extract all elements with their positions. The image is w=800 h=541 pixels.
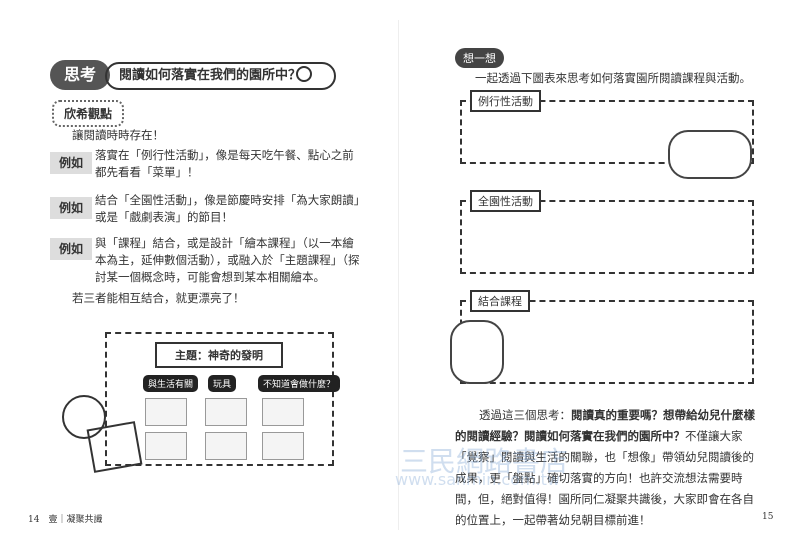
children-illustration — [668, 130, 752, 179]
summary-pre: 透過這三個思考： — [479, 408, 571, 422]
illustration-board — [105, 332, 334, 466]
example-tag: 例如 — [50, 238, 92, 260]
child-illustration — [62, 395, 106, 439]
activity-box — [460, 200, 754, 274]
theme-banner: 主題：神奇的發明 — [155, 342, 283, 368]
page-title: 閱讀如何落實在我們的園所中？ — [105, 62, 336, 90]
column-label: 與生活有關 — [143, 375, 199, 392]
search-icon — [296, 66, 312, 82]
example-text: 落實在「例行性活動」，像是每天吃午餐、點心之前都先看看「菜單」！ — [95, 148, 354, 179]
page-number: 15 — [762, 512, 774, 522]
example-text: 與「課程」結合，或是設計「繪本課程」（以一本繪本為主，延伸數個活動），或融入於「… — [95, 236, 360, 284]
column-label: 不知道會做什麼？ — [258, 375, 341, 392]
closing-text: 若三者能相互結合，就更漂亮了！ — [72, 291, 245, 305]
box-label: 結合課程 — [470, 290, 530, 312]
card — [145, 398, 187, 426]
summary-bold: 閱讀真的重要嗎？想帶給幼兒什麼樣的閱讀經驗？閱讀如何落實在我們的園所中？ — [455, 408, 755, 443]
box-label: 例行性活動 — [470, 90, 541, 112]
card — [205, 432, 247, 460]
activity-box — [460, 100, 754, 164]
intro-text: 讓閱讀時時存在！ — [72, 128, 164, 142]
spine — [398, 20, 399, 530]
page-footer: 14 壹｜凝聚共識 — [28, 515, 103, 525]
intro-text: 一起透過下圖表來思考如何落實園所閱讀課程與活動。 — [475, 71, 751, 85]
example-text: 結合「全園性活動」，像是節慶時安排「為大家朗讀」或是「戲劇表演」的節目！ — [95, 193, 360, 224]
example-tag: 例如 — [50, 197, 92, 219]
watermark-url: www.sanmin.com.tw — [395, 470, 561, 489]
activity-box — [460, 300, 754, 384]
think-badge: 思考 — [50, 60, 110, 90]
summary-text: 透過這三個思考：閱讀真的重要嗎？想帶給幼兒什麼樣的閱讀經驗？閱讀如何落實在我們的… — [455, 405, 755, 531]
column-label: 玩具 — [208, 375, 237, 392]
think-badge: 想一想 — [455, 48, 504, 68]
card — [262, 432, 304, 460]
watermark: 三民網路書店 — [400, 445, 569, 478]
card — [262, 398, 304, 426]
section-label: 欣希觀點 — [52, 100, 125, 127]
card — [145, 432, 187, 460]
box-label: 全園性活動 — [470, 190, 541, 212]
card — [205, 398, 247, 426]
summary-post: 不僅讓大家「覺察」閱讀與生活的關聯，也「想像」帶領幼兒閱讀後的成果，更「盤點」確… — [455, 429, 754, 527]
example-tag: 例如 — [50, 152, 92, 174]
book-illustration — [86, 421, 143, 473]
children-illustration — [450, 320, 504, 384]
